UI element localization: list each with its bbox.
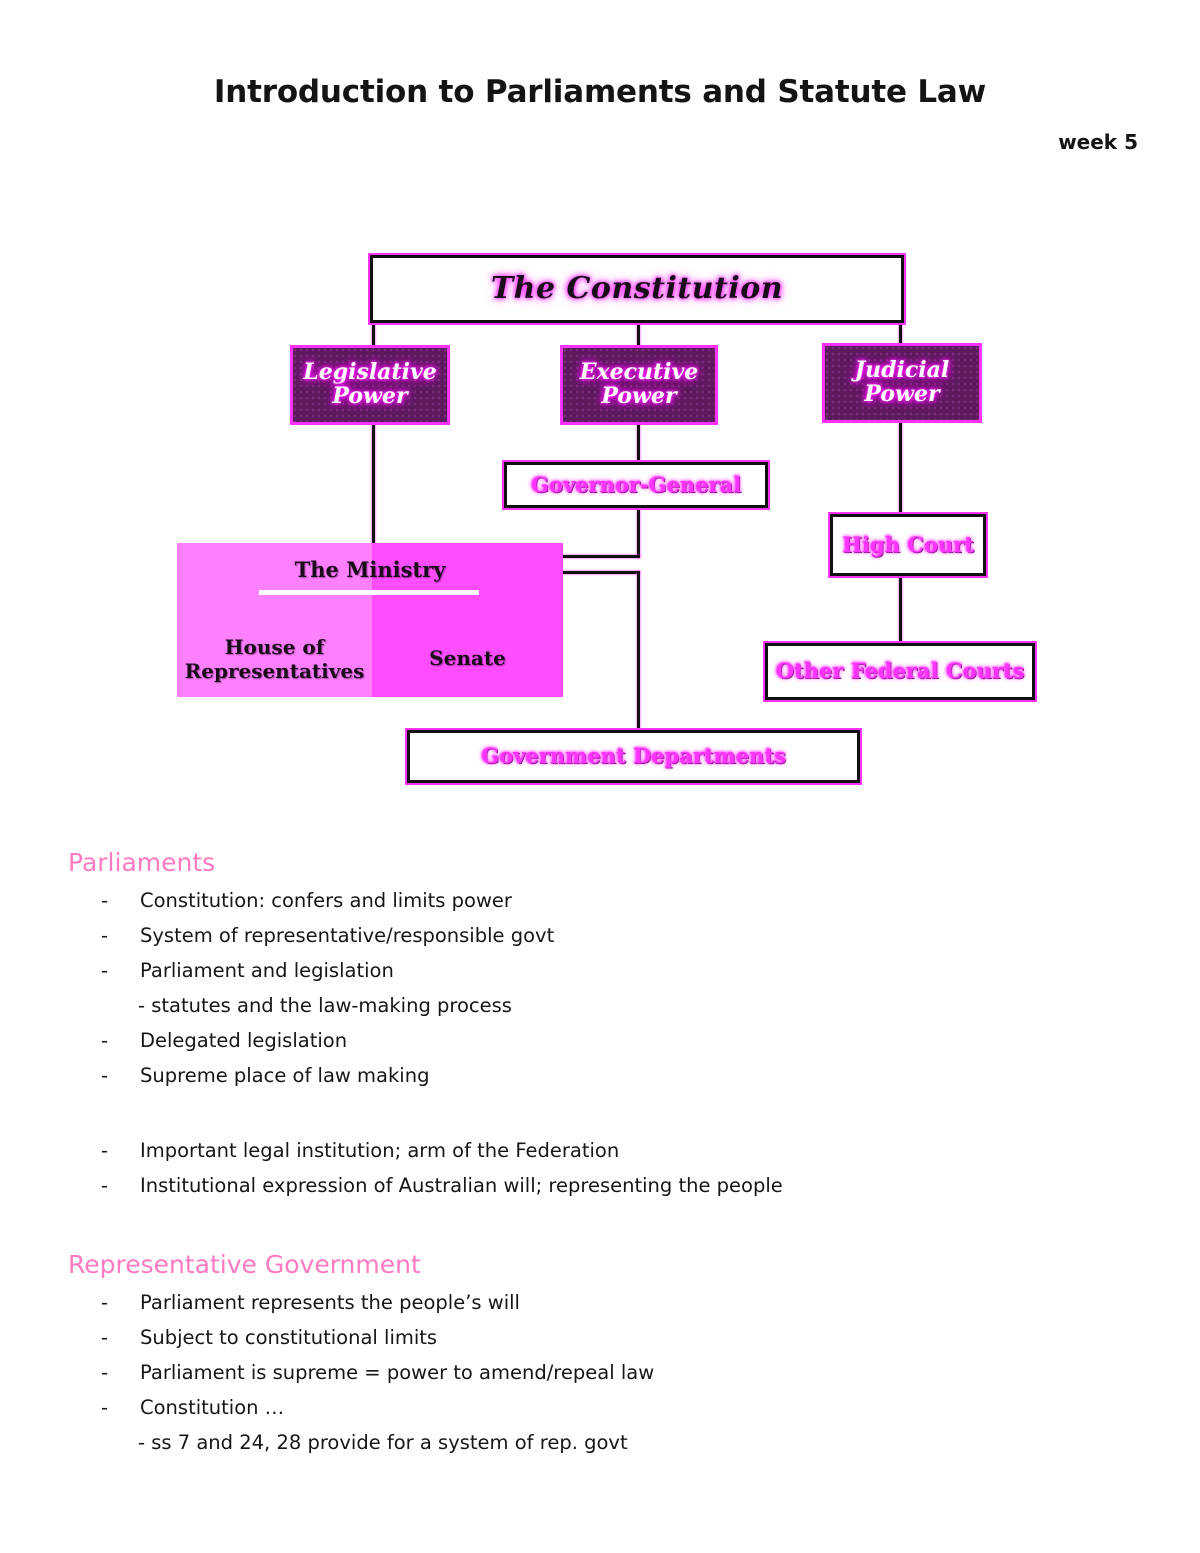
list-item: Parliament and legislation	[68, 959, 1128, 982]
connector-legislative-to-ministry	[372, 424, 375, 546]
list-item: - ss 7 and 24, 28 provide for a system o…	[138, 1431, 628, 1454]
list-item: Supreme place of law making	[68, 1064, 1128, 1087]
list-item: Constitution …	[68, 1396, 1128, 1419]
parliaments-bullet-list-first: Constitution: confers and limits powerSy…	[68, 889, 1128, 1099]
judicial-power-line-1: Judicial	[854, 357, 950, 384]
ministry-underline-rule	[259, 590, 479, 595]
section-heading-parliaments: Parliaments	[68, 848, 216, 877]
section-heading-representative-government: Representative Government	[68, 1250, 421, 1279]
list-item: Constitution: confers and limits power	[68, 889, 1128, 912]
connector-governor-general-down	[637, 506, 640, 558]
house-of-representatives-line-2: Representatives	[184, 659, 365, 683]
connector-governor-general-to-ministry	[560, 555, 640, 558]
list-item: - statutes and the law-making process	[138, 994, 512, 1017]
house-of-representatives-label: House of Representatives	[177, 635, 372, 683]
connector-ministry-to-departments-elbow	[560, 571, 640, 574]
connector-elbow-to-departments	[637, 571, 640, 731]
diagram-node-judicial-power: Judicial Power	[822, 343, 982, 423]
executive-power-line-2: Power	[601, 383, 677, 409]
week-label: week 5	[1058, 130, 1138, 154]
house-of-representatives-line-1: House of	[224, 635, 325, 659]
connector-constitution-to-legislative	[372, 320, 375, 348]
parliaments-bullet-list-second: Important legal institution; arm of the …	[68, 1139, 1128, 1209]
diagram-node-high-court: High Court	[828, 512, 988, 578]
connector-high-court-to-other-courts	[899, 574, 902, 644]
ministry-half-senate	[372, 543, 563, 697]
list-item: Parliament is supreme = power to amend/r…	[68, 1361, 1128, 1384]
connector-judicial-to-high-court	[899, 422, 902, 516]
diagram-node-legislative-power: Legislative Power	[290, 345, 450, 425]
representative-government-bullet-list: Parliament represents the people’s willS…	[68, 1291, 1128, 1466]
connector-constitution-to-judicial	[899, 320, 902, 348]
diagram-node-government-departments: Government Departments	[405, 728, 862, 785]
diagram-node-other-federal-courts: Other Federal Courts	[763, 641, 1037, 702]
list-item: Subject to constitutional limits	[68, 1326, 1128, 1349]
diagram-node-executive-power: Executive Power	[560, 345, 718, 425]
list-item: Parliament represents the people’s will	[68, 1291, 1128, 1314]
connector-executive-to-governor-general	[637, 424, 640, 466]
legislative-power-line-1: Legislative	[303, 359, 437, 386]
diagram-node-ministry-block: The Ministry House of Representatives Se…	[177, 543, 563, 697]
ministry-half-house-of-representatives	[177, 543, 372, 697]
diagram-node-governor-general: Governor-General	[502, 460, 770, 510]
ministry-label: The Ministry	[294, 557, 446, 582]
legislative-power-line-2: Power	[332, 383, 408, 409]
executive-power-line-1: Executive	[579, 359, 699, 386]
list-item: Institutional expression of Australian w…	[68, 1174, 1128, 1197]
senate-label: Senate	[429, 646, 506, 670]
list-item: Delegated legislation	[68, 1029, 1128, 1052]
diagram-node-constitution: The Constitution	[368, 253, 906, 325]
judicial-power-line-2: Power	[864, 381, 940, 407]
page-title: Introduction to Parliaments and Statute …	[213, 74, 987, 110]
constitution-diagram: The Constitution Legislative Power Execu…	[177, 253, 1037, 785]
list-item: System of representative/responsible gov…	[68, 924, 1128, 947]
list-item: Important legal institution; arm of the …	[68, 1139, 1128, 1162]
connector-constitution-to-executive	[637, 320, 640, 348]
